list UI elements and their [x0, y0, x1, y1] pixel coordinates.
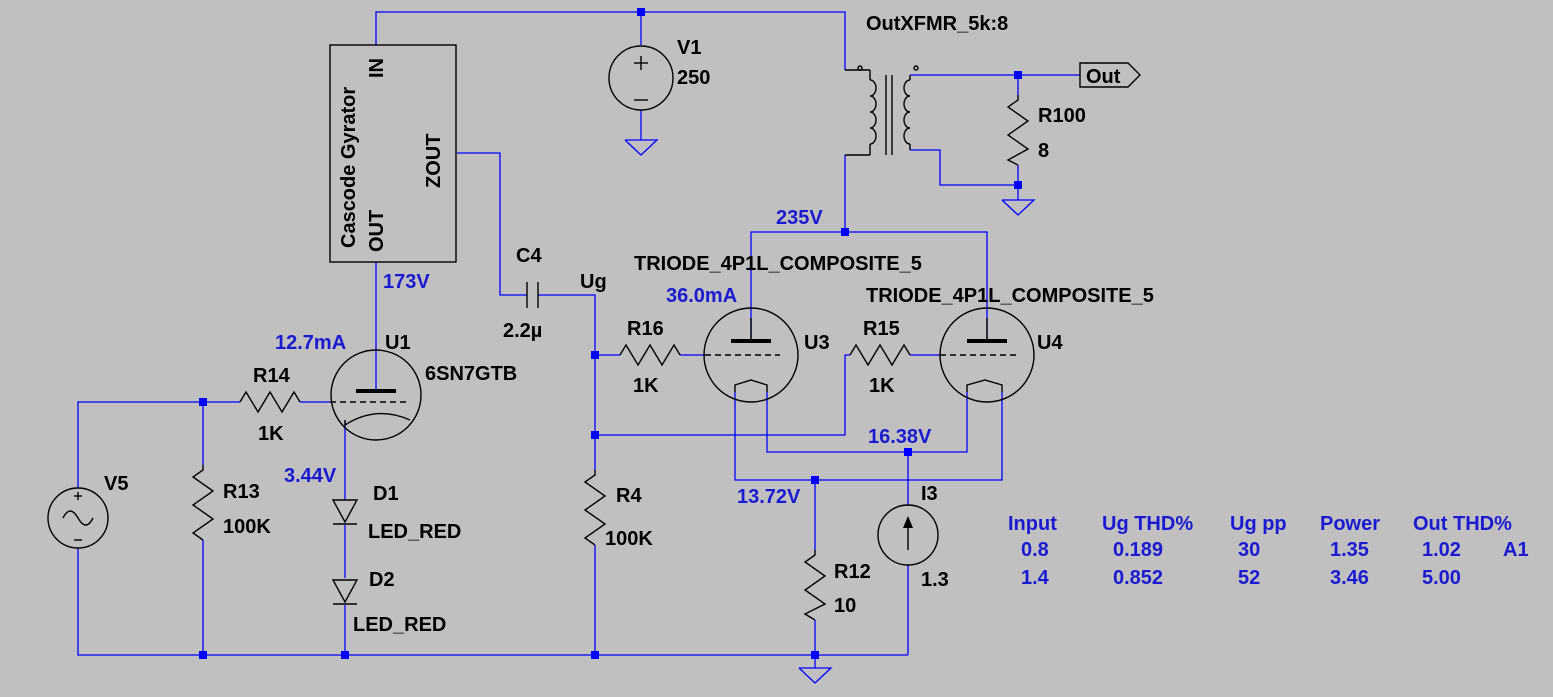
d2-model: LED_RED: [353, 614, 446, 636]
table-cell: 0.189: [1113, 539, 1163, 561]
results-table: Input Ug THD% Ug pp Power Out THD% 0.8 0…: [1008, 513, 1529, 589]
u1-triode[interactable]: [330, 349, 422, 441]
ug-label: Ug: [580, 271, 607, 293]
v1-value: 250: [677, 67, 710, 89]
u3-name: U3: [804, 332, 830, 354]
table-header: Input: [1008, 513, 1057, 535]
v5-ac-source[interactable]: [47, 487, 109, 549]
out-label: Out: [1086, 66, 1121, 88]
gyrator-pin-in: IN: [366, 58, 388, 78]
table-cell: 0.852: [1113, 567, 1163, 589]
table-cell: 30: [1238, 539, 1260, 561]
d2-name: D2: [369, 569, 395, 591]
ground-symbol: [798, 667, 833, 684]
junction-dots: [199, 8, 1022, 659]
table-header: Ug THD%: [1102, 513, 1193, 535]
v1-source[interactable]: [608, 45, 674, 111]
r14-name: R14: [253, 365, 291, 387]
r12-value: 10: [834, 595, 856, 617]
r12-name: R12: [834, 561, 871, 583]
output-transformer[interactable]: [845, 65, 919, 156]
c4-name: C4: [516, 245, 542, 267]
table-cell: 3.46: [1330, 567, 1369, 589]
c4-value: 2.2µ: [503, 320, 542, 342]
r4-value: 100K: [605, 528, 653, 550]
u1-model: 6SN7GTB: [425, 363, 517, 385]
plate-current-u3: 36.0mA: [666, 285, 737, 307]
r13-value: 100K: [223, 516, 271, 538]
table-cell: 1.35: [1330, 539, 1369, 561]
r100-name: R100: [1038, 105, 1086, 127]
u3-model: TRIODE_4P1L_COMPOSITE_5: [634, 253, 922, 275]
operating-point-annotations: 235V 173V 36.0mA 12.7mA 3.44V 16.38V 13.…: [275, 207, 932, 508]
table-header: Out THD%: [1413, 513, 1512, 535]
u4-triode[interactable]: [939, 307, 1035, 403]
u4-model: TRIODE_4P1L_COMPOSITE_5: [866, 285, 1154, 307]
gyrator-title: Cascode Gyrator: [338, 87, 360, 248]
u3-triode[interactable]: [703, 307, 799, 403]
r14-resistor[interactable]: [239, 390, 301, 414]
node-voltage-1638: 16.38V: [868, 426, 932, 448]
plate-current-u1: 12.7mA: [275, 332, 346, 354]
r15-value: 1K: [869, 375, 895, 397]
node-voltage-1372: 13.72V: [737, 486, 801, 508]
table-row-tag: A1: [1503, 539, 1529, 561]
d1-name: D1: [373, 483, 399, 505]
r16-resistor[interactable]: [619, 343, 681, 367]
r100-resistor[interactable]: [1006, 95, 1030, 166]
table-cell: 5.00: [1422, 567, 1461, 589]
r15-resistor[interactable]: [849, 343, 911, 367]
r13-name: R13: [223, 481, 260, 503]
v5-name: V5: [104, 473, 128, 495]
gyrator-pin-zout: ZOUT: [423, 134, 445, 188]
i3-name: I3: [921, 483, 938, 505]
i3-value: 1.3: [921, 569, 949, 591]
table-cell: 52: [1238, 567, 1260, 589]
table-cell: 1.4: [1021, 567, 1050, 589]
node-voltage-235: 235V: [776, 207, 823, 229]
table-cell: 0.8: [1021, 539, 1049, 561]
table-header: Power: [1320, 513, 1380, 535]
r13-resistor[interactable]: [191, 465, 215, 541]
r12-resistor[interactable]: [803, 550, 827, 621]
node-voltage-344: 3.44V: [284, 465, 337, 487]
d1-model: LED_RED: [368, 521, 461, 543]
r4-name: R4: [616, 485, 642, 507]
r14-value: 1K: [258, 423, 284, 445]
i3-current-source[interactable]: [877, 504, 939, 566]
r15-name: R15: [863, 318, 900, 340]
gyrator-pin-out: OUT: [366, 210, 388, 252]
r16-name: R16: [627, 318, 664, 340]
u1-name: U1: [385, 332, 411, 354]
u4-name: U4: [1037, 332, 1063, 354]
c4-capacitor[interactable]: [526, 282, 539, 308]
ground-symbol: [1001, 199, 1036, 216]
cascode-gyrator-block[interactable]: [329, 44, 457, 263]
node-voltage-173: 173V: [383, 271, 430, 293]
component-labels: Cascode Gyrator IN OUT ZOUT V1 250 OutXF…: [104, 13, 1154, 636]
r100-value: 8: [1038, 140, 1049, 162]
table-header: Ug pp: [1230, 513, 1287, 535]
r16-value: 1K: [633, 375, 659, 397]
v1-name: V1: [677, 37, 701, 59]
d1-led[interactable]: [331, 499, 359, 525]
d2-led[interactable]: [331, 579, 359, 605]
xfmr-name: OutXFMR_5k:8: [866, 13, 1008, 35]
r4-resistor[interactable]: [583, 470, 607, 546]
out-port[interactable]: [1079, 62, 1141, 88]
ground-symbol: [624, 139, 659, 156]
table-cell: 1.02: [1422, 539, 1461, 561]
